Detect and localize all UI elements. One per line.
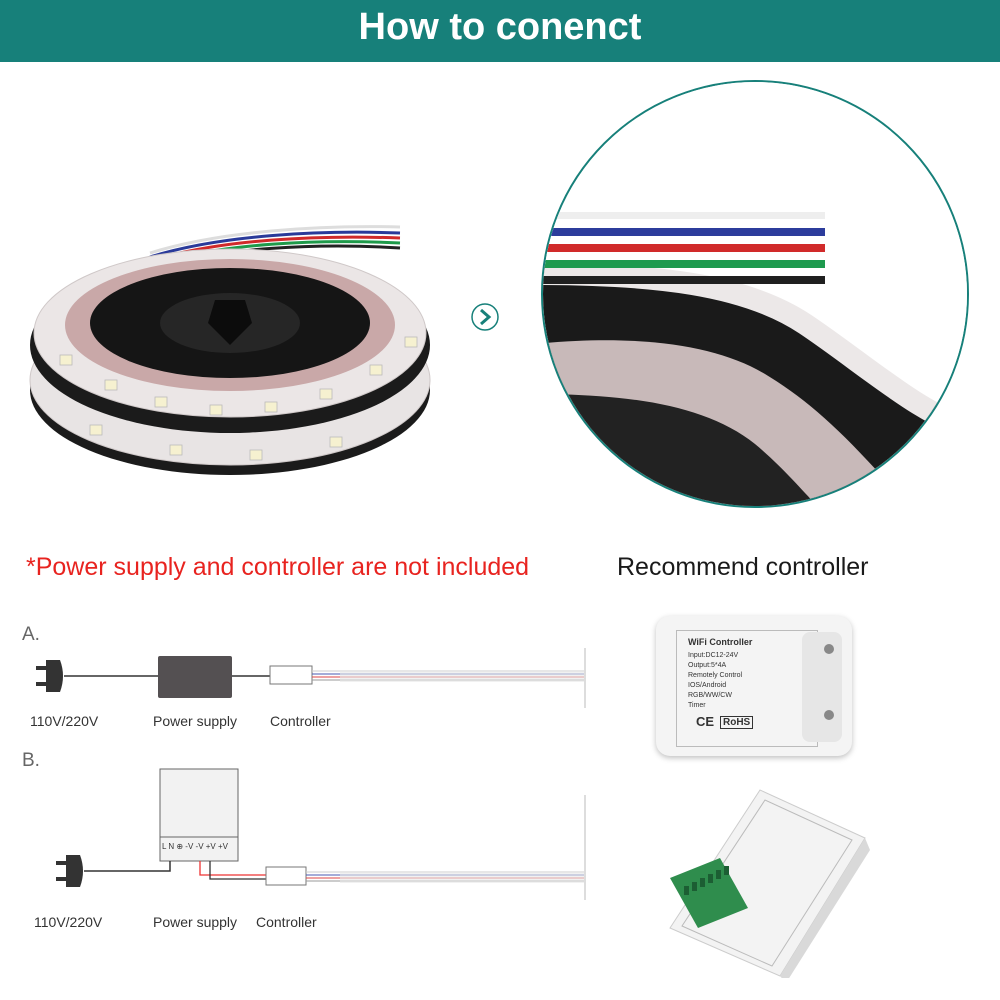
diagram-b-power-label: Power supply: [153, 914, 238, 930]
screw-icon: [824, 644, 834, 654]
wifi-controller-image: WiFi Controller Input:DC12-24V Output:5*…: [656, 616, 852, 756]
wifi-controller-angled-image: [669, 789, 870, 978]
terminal-labels: L N ⊕ -V -V +V +V: [162, 842, 228, 851]
diagram-b-mains-label: 110V/220V: [34, 914, 103, 930]
ce-mark: CE: [696, 714, 715, 729]
diagram-a-wiring: [36, 648, 586, 708]
power-supply-box: [158, 656, 232, 698]
not-included-note: *Power supply and controller are not inc…: [26, 553, 530, 581]
screw-icon: [824, 710, 834, 720]
diagram-b-wiring: [56, 768, 586, 900]
diagram-a-power-label: Power supply: [153, 713, 238, 729]
controller-spec-line: RGB/WW/CW: [688, 692, 732, 699]
controller-box: [265, 866, 307, 886]
controller-spec-line: Remotely Control: [688, 672, 743, 679]
led-strip-reel-image: [29, 225, 431, 475]
zoomed-wire-detail-image: [541, 80, 969, 508]
rohs-mark: RoHS: [720, 716, 754, 729]
header-banner: [0, 0, 1000, 62]
controller-spec-line: Input:DC12-24V: [688, 652, 739, 659]
controller-spec-line: IOS/Android: [688, 682, 727, 689]
plug-icon: [56, 855, 83, 887]
led-chips: [59, 336, 418, 461]
controller-spec-line: Timer: [688, 702, 706, 709]
recommend-controller-heading: Recommend controller: [617, 553, 869, 581]
diagram-a-mains-label: 110V/220V: [30, 713, 99, 729]
zoom-wires: [543, 212, 825, 284]
diagram-b-letter: B.: [22, 750, 40, 771]
controller-spec-line: Output:5*4A: [688, 662, 727, 669]
controller-title: WiFi Controller: [688, 637, 753, 647]
arrow-right-icon: [471, 303, 499, 331]
plug-icon: [36, 660, 63, 692]
diagram-a-controller-label: Controller: [270, 713, 331, 729]
controller-box: [269, 665, 313, 685]
green-terminal-block: [670, 858, 748, 928]
diagram-a-letter: A.: [22, 624, 40, 645]
page-title: How to conenct: [358, 6, 642, 48]
diagram-b-controller-label: Controller: [256, 914, 317, 930]
power-supply-unit: [159, 768, 239, 862]
terminal-block: [802, 632, 842, 742]
